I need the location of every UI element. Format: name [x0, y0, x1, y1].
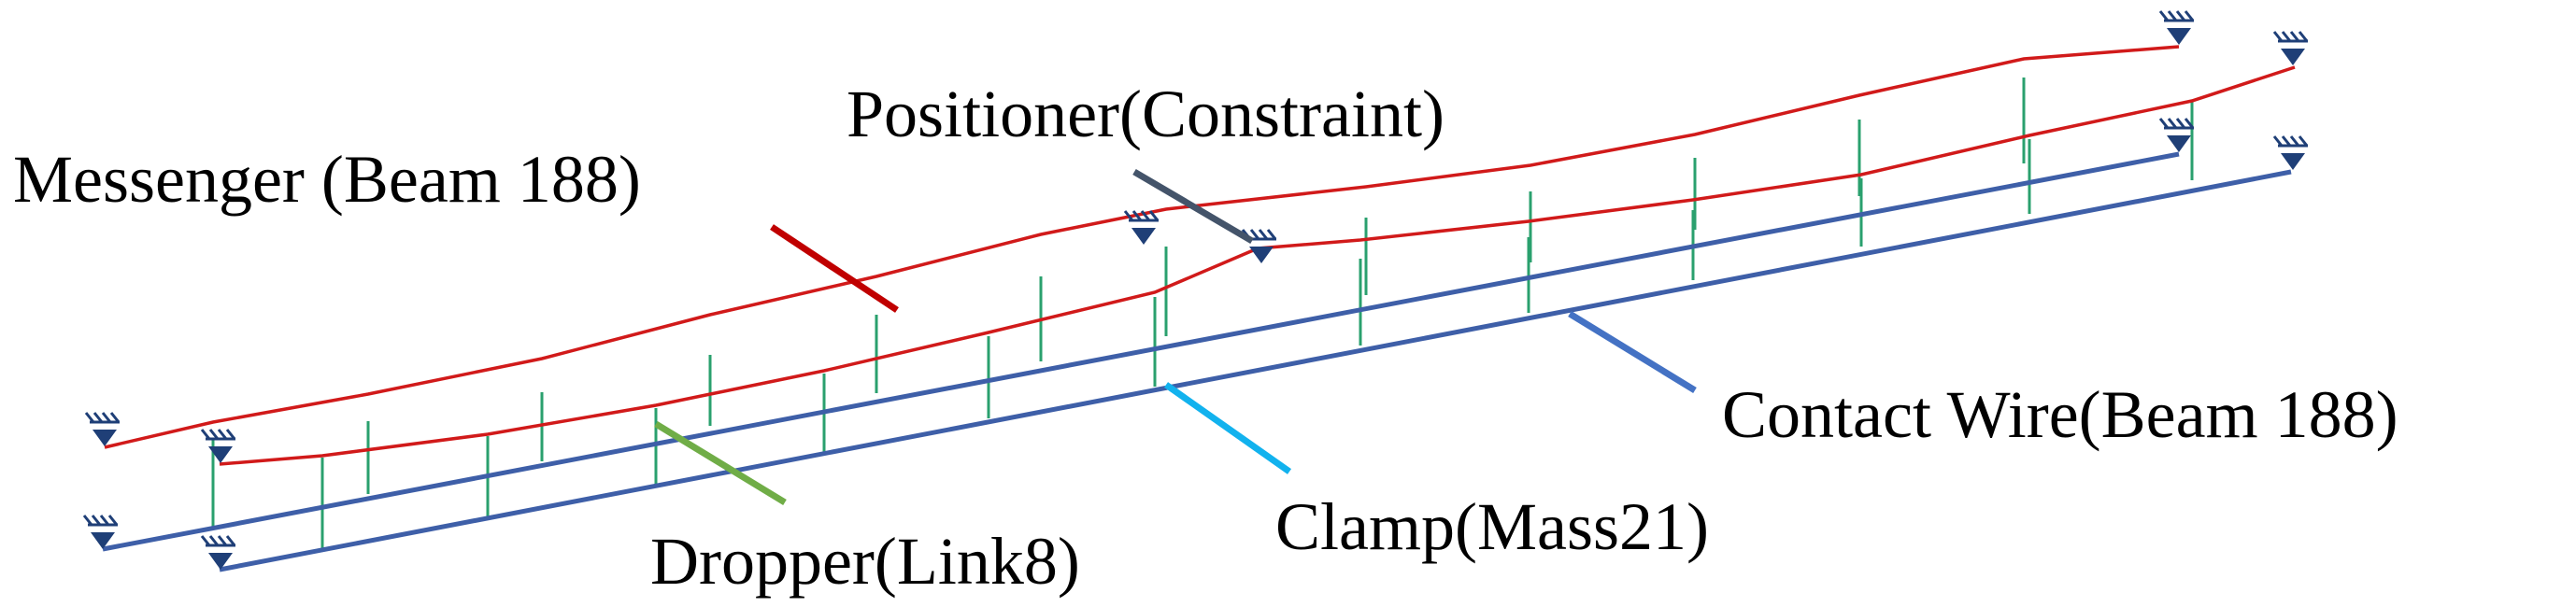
- contact-wire-track-1: [102, 151, 2180, 552]
- leader-contact-wire: [1568, 311, 1697, 393]
- label-clamp: Clamp(Mass21): [1275, 489, 1709, 564]
- fixed-support-icon: [200, 428, 237, 465]
- fixed-support-icon: [1123, 209, 1160, 247]
- fixed-support-icon: [2272, 30, 2310, 67]
- leader-lines: [654, 168, 1697, 505]
- contact-wires: [102, 151, 2292, 572]
- contact-wire-track-2: [219, 169, 2292, 572]
- fixed-support-icon: [2158, 9, 2196, 47]
- label-dropper: Dropper(Link8): [650, 524, 1080, 599]
- fixed-support-icon: [2158, 117, 2196, 154]
- fixed-support-icon: [82, 514, 120, 551]
- leader-clamp: [1163, 382, 1292, 474]
- labels: Messenger (Beam 188) Positioner(Constrai…: [13, 77, 2398, 599]
- fixed-support-icon: [200, 534, 237, 572]
- label-positioner: Positioner(Constraint): [847, 77, 1445, 151]
- fixed-support-icon: [84, 411, 121, 448]
- label-messenger: Messenger (Beam 188): [13, 142, 641, 217]
- leader-positioner: [1132, 168, 1254, 245]
- leader-dropper: [654, 421, 787, 505]
- label-contact-wire: Contact Wire(Beam 188): [1722, 377, 2398, 452]
- messenger-wire-track-1: [104, 45, 2180, 449]
- leader-messenger: [770, 224, 899, 313]
- fixed-support-icon: [2272, 134, 2310, 172]
